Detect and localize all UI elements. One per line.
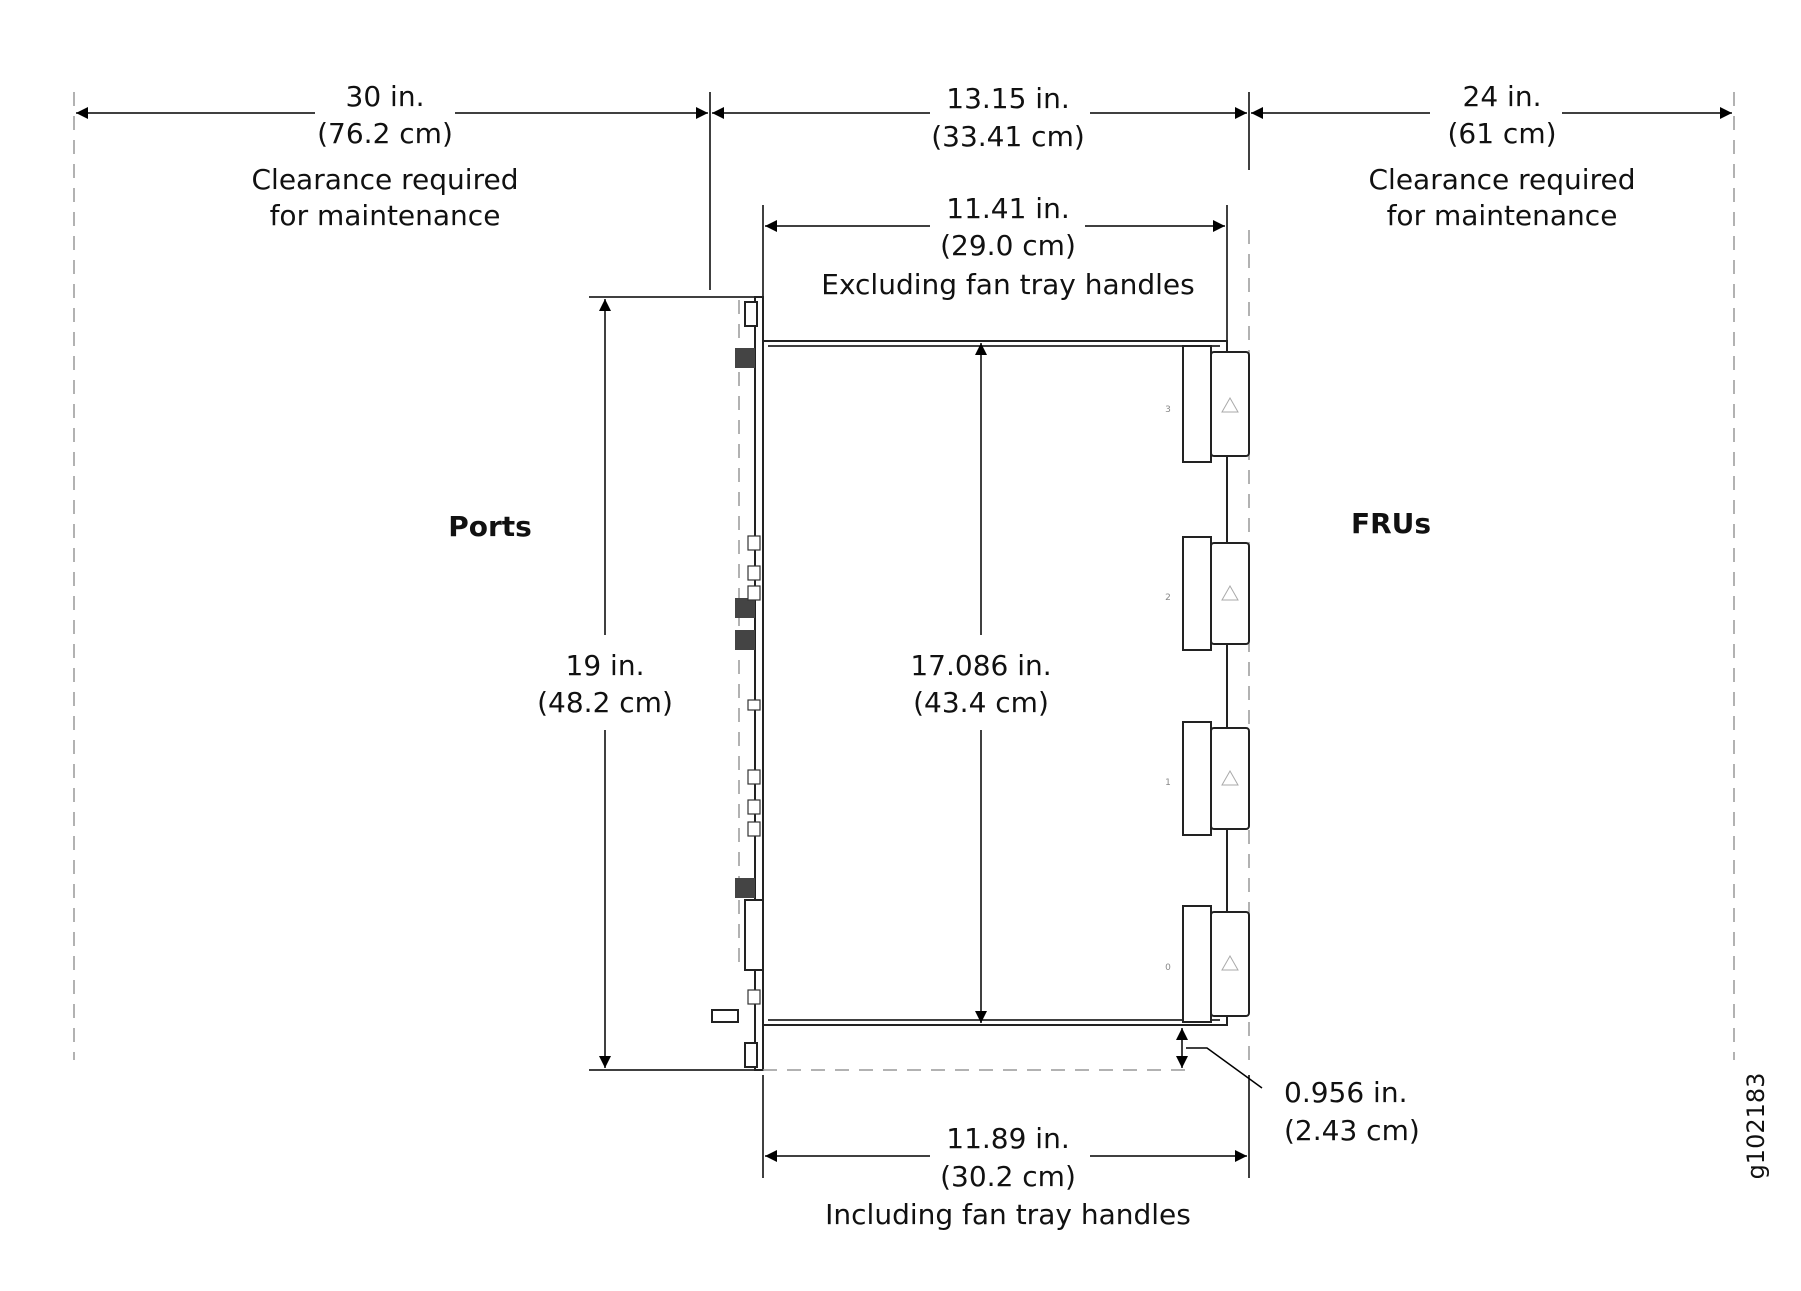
front-clearance-metric: (61 cm) — [1447, 117, 1556, 150]
rear-clearance-note: for maintenance — [270, 199, 501, 232]
warning-icon — [1221, 769, 1239, 786]
fan-tray-number: 1 — [1165, 778, 1171, 788]
warning-icon — [1221, 954, 1239, 971]
overall-depth-imperial: 13.15 in. — [946, 82, 1069, 115]
fan-tray-1[interactable]: 1 — [1165, 721, 1250, 836]
frus-label: FRUs — [1351, 507, 1431, 540]
front-clearance-note: Clearance required — [1369, 163, 1636, 196]
overall-depth-metric: (33.41 cm) — [931, 120, 1085, 153]
fan-tray-number: 0 — [1165, 963, 1171, 973]
front-clearance-imperial: 24 in. — [1463, 80, 1542, 113]
depth-including-note: Including fan tray handles — [825, 1198, 1191, 1231]
warning-icon — [1221, 396, 1239, 413]
leader-line — [1186, 1047, 1263, 1089]
figure-id: g102183 — [1742, 1073, 1770, 1180]
rear-clearance-note: Clearance required — [252, 163, 519, 196]
warning-icon — [1221, 584, 1239, 601]
depth-including-metric: (30.2 cm) — [940, 1160, 1076, 1193]
front-clearance-note: for maintenance — [1387, 199, 1618, 232]
fan-tray-2[interactable]: 2 — [1165, 536, 1250, 651]
chassis-top-view — [711, 296, 1228, 1071]
fan-tray-0[interactable]: 0 — [1165, 905, 1250, 1023]
ports-label: Ports — [448, 510, 532, 543]
fan-tray-number: 3 — [1165, 405, 1171, 415]
depth-excluding-metric: (29.0 cm) — [940, 229, 1076, 262]
depth-excluding-imperial: 11.41 in. — [946, 192, 1069, 225]
rack-width-imperial: 19 in. — [566, 649, 645, 682]
rear-clearance-imperial: 30 in. — [346, 80, 425, 113]
depth-excluding-note: Excluding fan tray handles — [821, 268, 1194, 301]
chassis-width-imperial: 17.086 in. — [910, 649, 1051, 682]
rack-width-metric: (48.2 cm) — [537, 686, 673, 719]
fan-tray-number: 2 — [1165, 593, 1171, 603]
handle-offset-imperial: 0.956 in. — [1284, 1076, 1407, 1109]
rear-clearance-metric: (76.2 cm) — [317, 117, 453, 150]
fan-tray-3[interactable]: 3 — [1165, 345, 1250, 463]
chassis-width-metric: (43.4 cm) — [913, 686, 1049, 719]
handle-offset-metric: (2.43 cm) — [1284, 1114, 1420, 1147]
depth-including-imperial: 11.89 in. — [946, 1122, 1069, 1155]
